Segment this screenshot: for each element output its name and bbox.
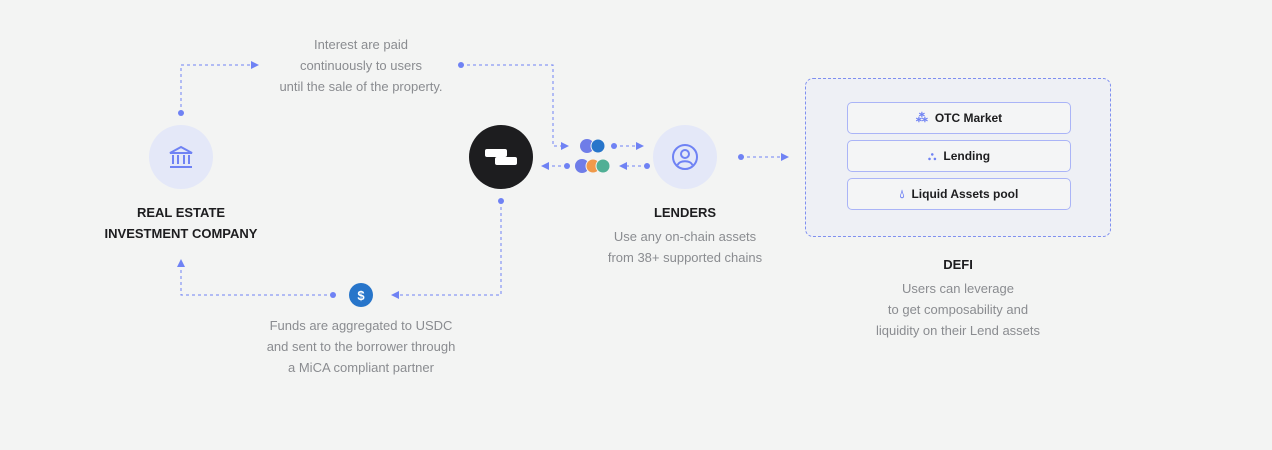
logo-icon xyxy=(469,125,533,189)
connector-usdc-company xyxy=(177,259,333,296)
connector-interest-right xyxy=(461,64,569,150)
lenders-label: LENDERS xyxy=(653,205,717,220)
defi-box: ⁂ OTC Market ⛬ Lending 💧︎ Liquid Assets poo… xyxy=(805,78,1111,237)
coin-icons-bottom xyxy=(575,158,611,174)
usdc-icon: $ xyxy=(349,283,373,307)
droplet-icon: 💧︎ xyxy=(899,186,905,201)
item-label: Lending xyxy=(943,149,991,163)
connector-protocol-usdc xyxy=(391,201,502,299)
connector-interest-left xyxy=(180,61,259,113)
item-label: OTC Market xyxy=(934,111,1003,125)
coin-icons-top xyxy=(580,138,606,154)
user-icon xyxy=(653,125,717,189)
defi-item-lending[interactable]: ⛬ Lending xyxy=(847,140,1071,172)
lending-icon: ⛬ xyxy=(927,148,937,163)
item-label: Liquid Assets pool xyxy=(911,187,1019,201)
defi-item-otc-market[interactable]: ⁂ OTC Market xyxy=(847,102,1071,134)
otc-icon: ⁂ xyxy=(915,111,928,125)
defi-label: DEFI xyxy=(943,257,973,272)
bank-icon xyxy=(149,125,213,189)
defi-item-liquid-assets-pool[interactable]: 💧︎ Liquid Assets pool xyxy=(847,178,1071,210)
